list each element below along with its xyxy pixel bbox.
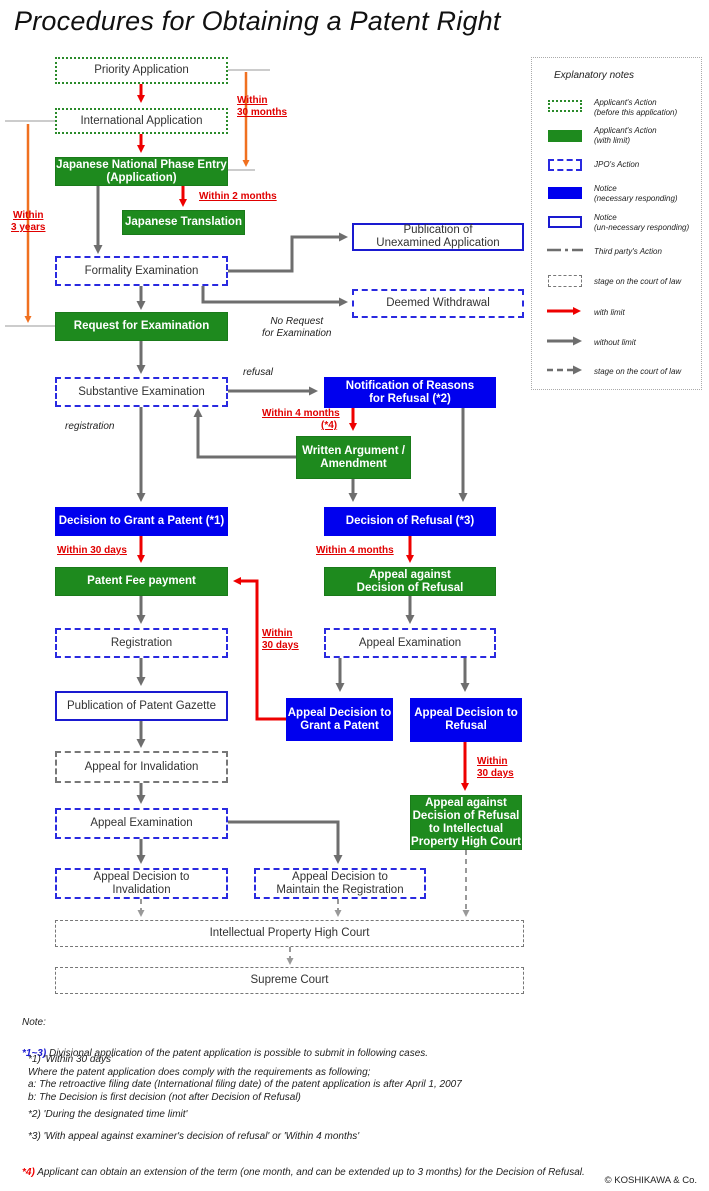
note-marker-4: *4) bbox=[22, 1166, 35, 1178]
legend-swatch-court bbox=[548, 275, 582, 287]
copyright-text: © KOSHIKAWA & Co. bbox=[604, 1175, 697, 1186]
legend-text-third-party: Third party's Action bbox=[594, 247, 662, 256]
appeal-decision-grant-box: Appeal Decision to Grant a Patent bbox=[286, 698, 393, 741]
notification-reasons-refusal-box: Notification of Reasons for Refusal (*2) bbox=[324, 377, 496, 408]
formality-examination-box: Formality Examination bbox=[55, 256, 228, 286]
note-marker-1-3: *1~3) bbox=[22, 1047, 47, 1059]
priority-application-box: Priority Application bbox=[55, 57, 228, 84]
legend-text-jpo: JPO's Action bbox=[594, 160, 640, 169]
legend-text-with-limit: with limit bbox=[594, 308, 625, 317]
within-3-years-label: Within 3 years bbox=[11, 210, 46, 233]
within-4-months-appeal-label: Within 4 months bbox=[316, 545, 394, 556]
refusal-label: refusal bbox=[243, 367, 274, 378]
legend-text-without-limit: without limit bbox=[594, 338, 636, 347]
publication-gazette-box: Publication of Patent Gazette bbox=[55, 691, 228, 721]
substantive-examination-box: Substantive Examination bbox=[55, 377, 228, 407]
decision-invalidation-box: Appeal Decision to Invalidation bbox=[55, 868, 228, 899]
within-30-days-fee-label: Within 30 days bbox=[57, 545, 127, 556]
legend-swatch-jpo bbox=[548, 159, 582, 171]
registration-label: registration bbox=[65, 421, 115, 432]
appeal-invalidation-box: Appeal for Invalidation bbox=[55, 751, 228, 783]
note-line-3: *2) 'During the designated time limit' bbox=[28, 1109, 188, 1120]
within-4-months-notice-label: Within 4 months bbox=[262, 408, 340, 419]
decision-grant-box: Decision to Grant a Patent (*1) bbox=[55, 507, 228, 536]
legend-text-court-line: stage on the court of law bbox=[594, 367, 682, 376]
legend-swatch-applicant-limit bbox=[548, 130, 582, 142]
legend-text-court: stage on the court of law bbox=[594, 277, 682, 286]
decision-refusal-box: Decision of Refusal (*3) bbox=[324, 507, 496, 536]
legend-swatch-notice-unnecessary bbox=[548, 216, 582, 228]
notes-heading: Note: bbox=[22, 1017, 46, 1028]
written-argument-box: Written Argument / Amendment bbox=[296, 436, 411, 479]
within-30-days-court-label: Within 30 days bbox=[477, 756, 514, 779]
legend-text-notice-unnecessary: Notice (un-necessary responding) bbox=[594, 213, 690, 232]
national-phase-entry-box: Japanese National Phase Entry (Applicati… bbox=[55, 157, 228, 186]
legend-swatch-applicant-before bbox=[548, 100, 582, 112]
note-line-5: *4) Applicant can obtain an extension of… bbox=[22, 1154, 585, 1179]
japanese-translation-box: Japanese Translation bbox=[122, 210, 245, 235]
note-text-1-3: Divisional application of the patent app… bbox=[46, 1047, 429, 1059]
page-title: Procedures for Obtaining a Patent Right bbox=[14, 6, 501, 36]
note-text-4: Applicant can obtain an extension of the… bbox=[34, 1166, 585, 1178]
supreme-court-box: Supreme Court bbox=[55, 967, 524, 994]
appeal-examination-right-box: Appeal Examination bbox=[324, 628, 496, 658]
deemed-withdrawal-box: Deemed Withdrawal bbox=[352, 289, 524, 318]
publication-unexamined-box: Publication of Unexamined Application bbox=[352, 223, 524, 251]
note-line-2: *1) 'Within 30 days' Where the patent ap… bbox=[28, 1054, 462, 1103]
star4-label: (*4) bbox=[321, 420, 338, 431]
legend-text-applicant-before: Applicant's Action (before this applicat… bbox=[594, 98, 678, 117]
within-30-days-grant-label: Within 30 days bbox=[262, 628, 299, 651]
patent-fee-payment-box: Patent Fee payment bbox=[55, 567, 228, 596]
legend-text-applicant-limit: Applicant's Action (with limit) bbox=[594, 126, 657, 145]
international-application-box: International Application bbox=[55, 108, 228, 134]
appeal-decision-refusal-box: Appeal Decision to Refusal bbox=[410, 698, 522, 742]
note-line-1: *1~3) Divisional application of the pate… bbox=[22, 1035, 428, 1060]
legend-text-notice-necessary: Notice (necessary responding) bbox=[594, 184, 678, 203]
request-for-examination-box: Request for Examination bbox=[55, 312, 228, 341]
no-request-label: No Request for Examination bbox=[262, 316, 332, 339]
explanatory-notes-legend: Explanatory notes Applicant's Action (be… bbox=[531, 57, 702, 390]
decision-maintain-box: Appeal Decision to Maintain the Registra… bbox=[254, 868, 426, 899]
legend-swatch-notice-necessary bbox=[548, 187, 582, 199]
registration-box: Registration bbox=[55, 628, 228, 658]
ip-high-court-box: Intellectual Property High Court bbox=[55, 920, 524, 947]
appeal-ip-high-court-box: Appeal against Decision of Refusal to In… bbox=[410, 795, 522, 850]
within-30-months-label: Within 30 months bbox=[237, 95, 288, 118]
within-2-months-label: Within 2 months bbox=[199, 191, 277, 202]
appeal-examination-left-box: Appeal Examination bbox=[55, 808, 228, 839]
note-line-4: *3) 'With appeal against examiner's deci… bbox=[28, 1131, 360, 1142]
legend-title: Explanatory notes bbox=[554, 70, 635, 81]
appeal-against-refusal-box: Appeal against Decision of Refusal bbox=[324, 567, 496, 596]
